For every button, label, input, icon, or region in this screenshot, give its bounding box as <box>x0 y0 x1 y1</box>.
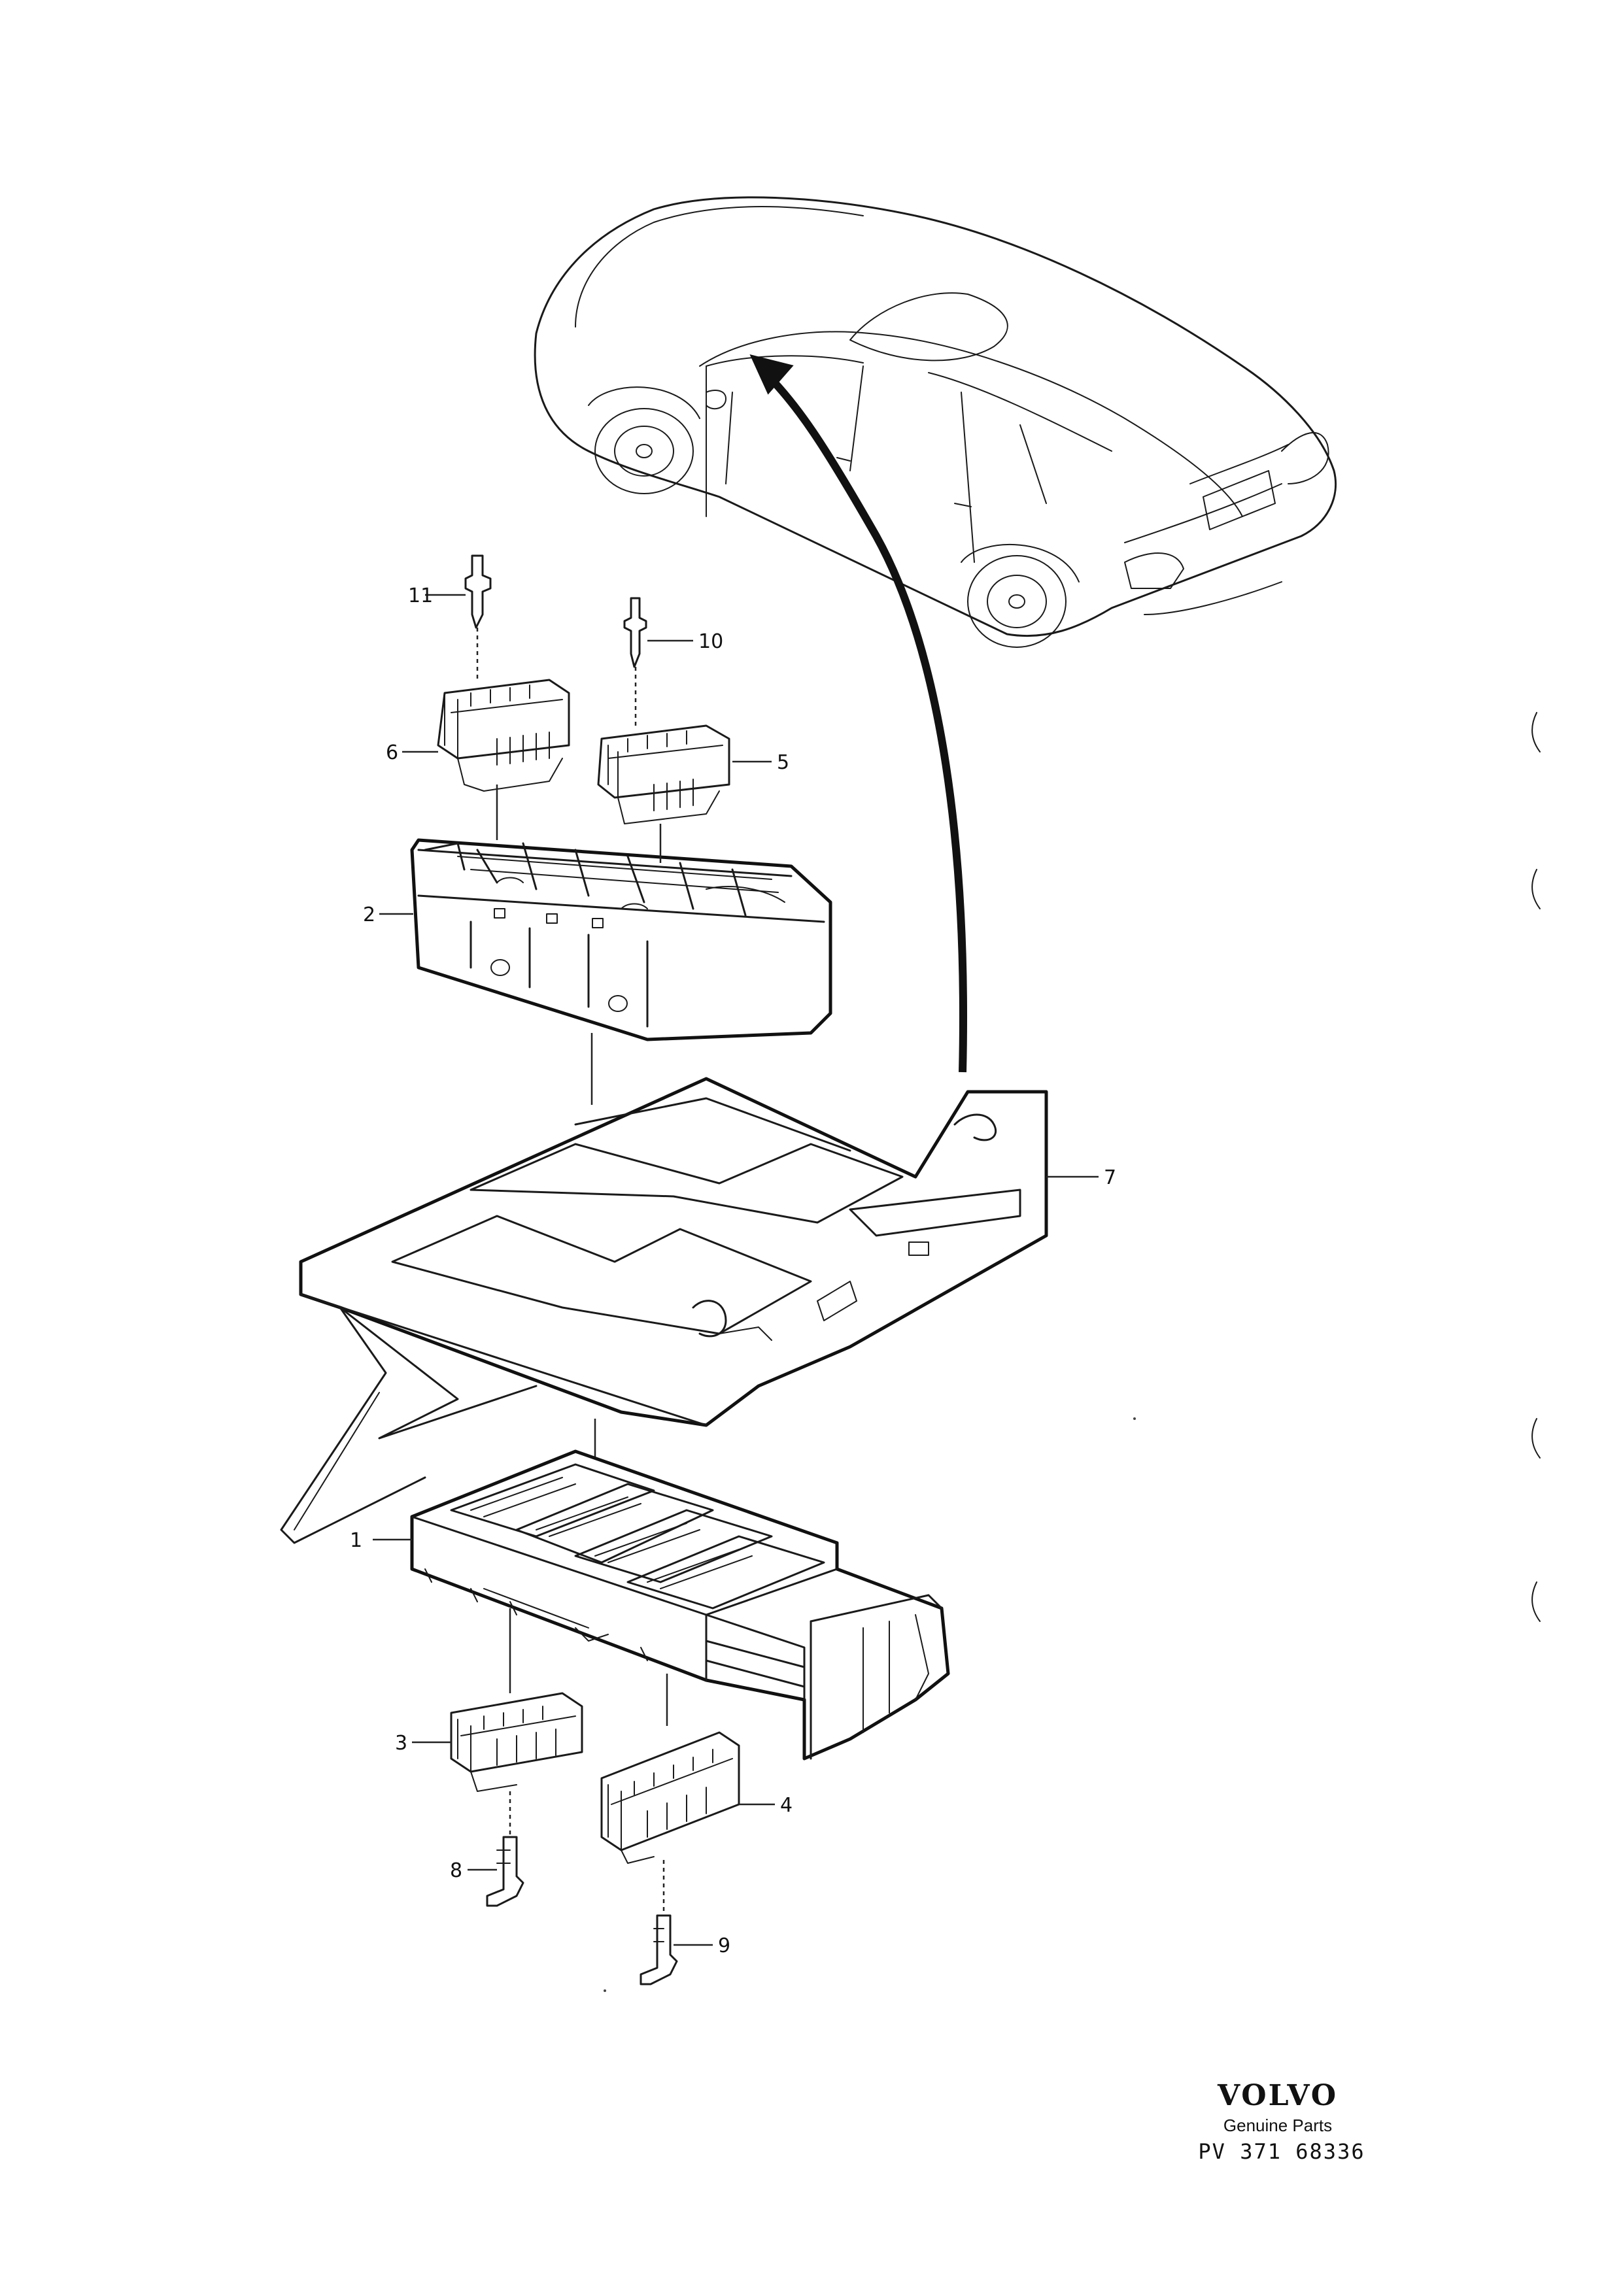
callout-8: 8 <box>450 1859 462 1882</box>
callout-3: 3 <box>395 1732 407 1755</box>
callout-6: 6 <box>386 741 398 764</box>
callout-leaders <box>373 594 1099 1946</box>
callout-5: 5 <box>777 751 789 774</box>
volvo-logo: VOLVO <box>1217 2079 1339 2112</box>
part-number: PV 371 68336 <box>1198 2139 1365 2164</box>
terminal-9 <box>640 1914 678 1985</box>
connector-4 <box>600 1731 740 1916</box>
callout-7: 7 <box>1104 1166 1116 1189</box>
callout-10: 10 <box>698 630 723 653</box>
connector-5 <box>597 724 730 824</box>
genuine-parts-label: Genuine Parts <box>1223 2116 1333 2135</box>
terminal-11 <box>464 554 492 680</box>
scan-marks <box>604 712 1541 1992</box>
central-unit-1 <box>410 1449 950 1761</box>
relay-holder-2 <box>410 785 832 1105</box>
callout-2: 2 <box>363 903 375 926</box>
connector-6 <box>437 679 570 792</box>
terminal-8 <box>486 1836 524 1907</box>
callout-9: 9 <box>718 1934 730 1957</box>
connector-3 <box>450 1692 583 1837</box>
callout-11: 11 <box>408 584 433 607</box>
terminal-10 <box>623 597 647 726</box>
callout-4: 4 <box>780 1794 793 1817</box>
installation-arrow <box>749 354 967 1073</box>
car-illustration <box>534 196 1337 648</box>
bracket-7 <box>280 1077 1048 1544</box>
callout-1: 1 <box>350 1529 362 1552</box>
